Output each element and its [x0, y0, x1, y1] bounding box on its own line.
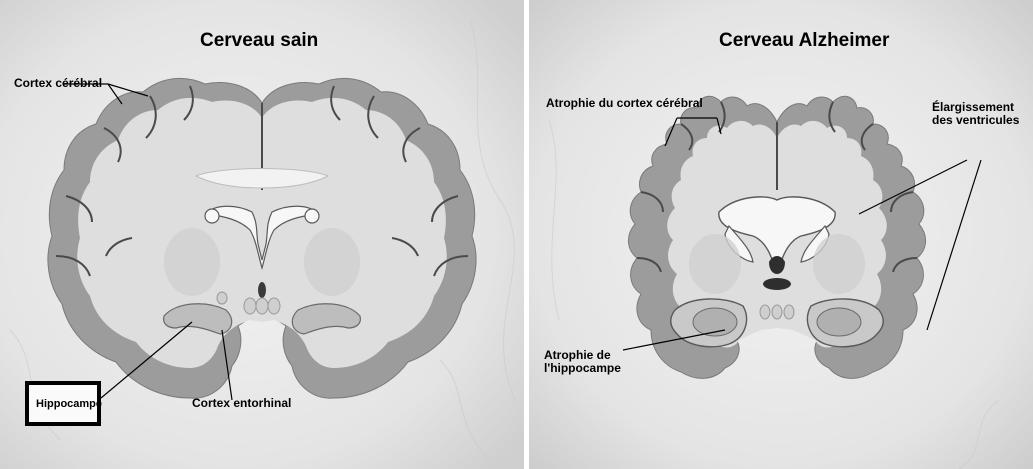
entorhinal-cortex-label: Cortex entorhinal: [192, 397, 291, 410]
hippocampus-label-box: Hippocampe: [25, 381, 101, 426]
alzheimer-title: Cerveau Alzheimer: [719, 30, 889, 52]
cortex-atrophy-label: Atrophie du cortex cérébral: [546, 97, 703, 110]
hippocampus-atrophy-label-line2: l'hippocampe: [544, 362, 621, 375]
healthy-basal-ganglia-right: [304, 228, 360, 296]
alzheimer-midline-nuclei: [760, 305, 794, 319]
alzheimer-basal-ganglia-right: [813, 234, 865, 294]
healthy-title: Cerveau sain: [200, 30, 318, 52]
ventricles-enlargement-label-line2: des ventricules: [932, 114, 1019, 127]
healthy-basal-ganglia-left: [164, 228, 220, 296]
alzheimer-brain-panel: Cerveau Alzheimer Atrophie du cortex cér…: [529, 0, 1033, 469]
hippocampus-label: Hippocampe: [36, 398, 102, 411]
cortex-label: Cortex cérébral: [14, 77, 102, 90]
alzheimer-brain-illustration: [529, 0, 1033, 469]
alzheimer-basal-ganglia-left: [689, 234, 741, 294]
healthy-brain-panel: Cerveau sain Cortex cérébral Cortex ento…: [0, 0, 524, 469]
